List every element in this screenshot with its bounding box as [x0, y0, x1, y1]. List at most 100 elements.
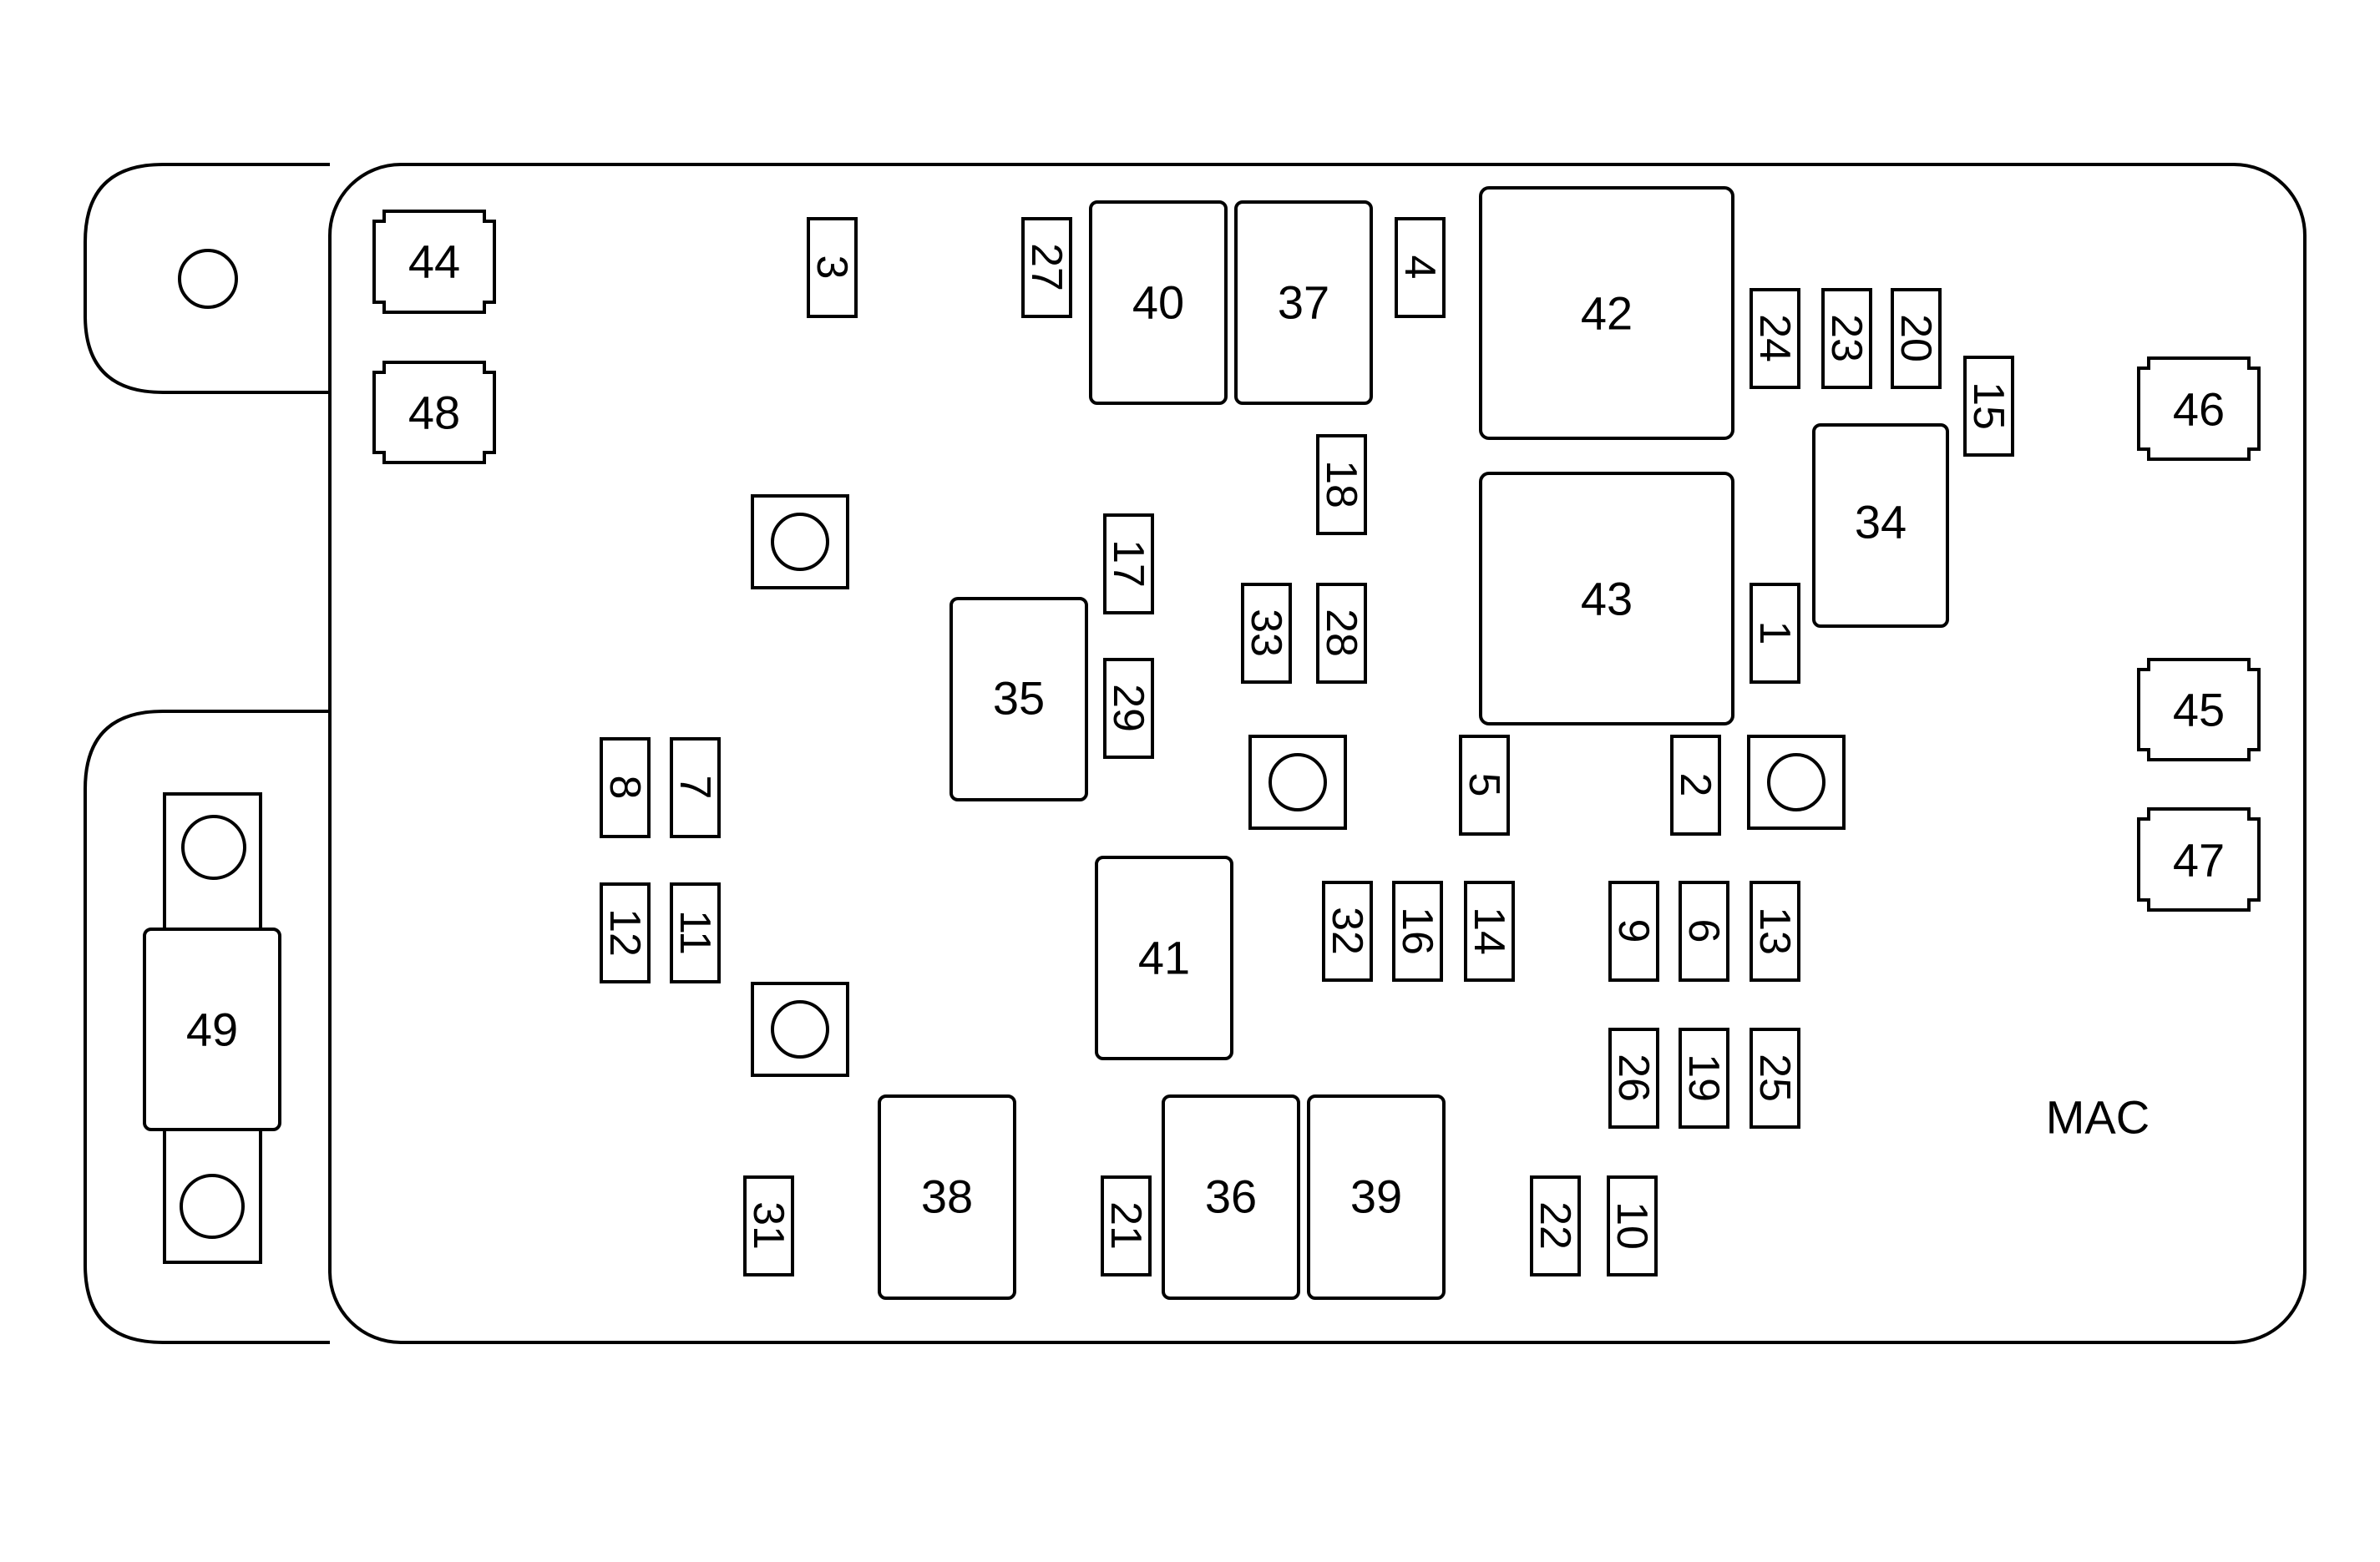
relay-label-41: 41 [1138, 932, 1190, 984]
fuse-25: 25 [1750, 1028, 1800, 1129]
fuse-label-3: 3 [808, 255, 856, 280]
fuse-label-2: 2 [1671, 773, 1719, 797]
fuse-label-10: 10 [1608, 1201, 1656, 1250]
fuse-29: 29 [1103, 658, 1154, 759]
relay-label-39: 39 [1350, 1170, 1402, 1223]
relay-39: 39 [1307, 1094, 1446, 1300]
fuse-label-6: 6 [1679, 919, 1728, 943]
fuse-26: 26 [1608, 1028, 1659, 1129]
fuse-label-48: 48 [408, 387, 460, 439]
relay-42: 42 [1479, 186, 1734, 440]
fuse-3: 3 [807, 217, 858, 318]
mounting-tab-lower [84, 710, 330, 1344]
fuse-20: 20 [1891, 288, 1942, 389]
fuse-label-28: 28 [1317, 609, 1365, 657]
fuse-label-18: 18 [1317, 460, 1365, 508]
fuse-label-9: 9 [1609, 919, 1658, 943]
fuse-8: 8 [600, 737, 651, 838]
relay-label-37: 37 [1278, 276, 1329, 329]
bolt-post [751, 982, 849, 1077]
fuse-1: 1 [1750, 583, 1800, 684]
fuse-label-19: 19 [1679, 1054, 1728, 1102]
fuse-label-31: 31 [744, 1201, 792, 1250]
fuse-label-44: 44 [408, 235, 460, 288]
fuse-6: 6 [1679, 881, 1729, 982]
fuse-label-5: 5 [1460, 773, 1508, 797]
fuse-label-21: 21 [1101, 1201, 1150, 1250]
fuse-label-29: 29 [1104, 684, 1152, 732]
fuse-2: 2 [1670, 735, 1721, 836]
fuse-5: 5 [1459, 735, 1510, 836]
fuse-label-17: 17 [1104, 539, 1152, 588]
fuse-17: 17 [1103, 513, 1154, 614]
fuse-label-45: 45 [2173, 684, 2225, 736]
fuse-label-15: 15 [1964, 382, 2013, 430]
fuse-33: 33 [1241, 583, 1292, 684]
fuse-block-body [328, 163, 2307, 1344]
mega-fuse-49: 49 [143, 792, 281, 1264]
fuse-11: 11 [670, 882, 721, 983]
relay-label-35: 35 [993, 672, 1045, 725]
fuse-10: 10 [1607, 1175, 1658, 1276]
relay-40: 40 [1089, 200, 1228, 405]
relay-38: 38 [878, 1094, 1016, 1300]
relay-label-40: 40 [1132, 276, 1184, 329]
relay-37: 37 [1234, 200, 1373, 405]
fuse-label-22: 22 [1531, 1201, 1579, 1250]
fuse-label-4: 4 [1395, 255, 1444, 280]
fuse-23: 23 [1821, 288, 1872, 389]
fuse-label-1: 1 [1750, 621, 1799, 645]
fuse-31: 31 [743, 1175, 794, 1276]
relay-label-34: 34 [1855, 496, 1907, 548]
fuse-32: 32 [1322, 881, 1373, 982]
fuse-label-13: 13 [1750, 907, 1799, 955]
fuse-label-11: 11 [671, 910, 719, 955]
footnote-mac: MAC [2046, 1091, 2150, 1144]
maxi-fuse-48: 48 [372, 361, 496, 464]
fuse-16: 16 [1392, 881, 1443, 982]
relay-label-38: 38 [921, 1170, 973, 1223]
fuse-27: 27 [1021, 217, 1072, 318]
relay-label-43: 43 [1581, 573, 1633, 625]
relay-36: 36 [1162, 1094, 1300, 1300]
fuse-label-25: 25 [1750, 1054, 1799, 1102]
maxi-fuse-45: 45 [2137, 658, 2261, 761]
relay-label-36: 36 [1205, 1170, 1257, 1223]
fuse-label-46: 46 [2173, 383, 2225, 436]
fuse-21: 21 [1101, 1175, 1152, 1276]
fuse-label-47: 47 [2173, 834, 2225, 887]
fuse-label-49: 49 [186, 1003, 238, 1056]
fuse-label-23: 23 [1822, 314, 1871, 362]
maxi-fuse-44: 44 [372, 210, 496, 314]
relay-label-42: 42 [1581, 287, 1633, 340]
fuse-label-20: 20 [1891, 314, 1940, 362]
fuse-label-12: 12 [600, 908, 649, 957]
fuse-label-7: 7 [671, 776, 719, 800]
bolt-post [1747, 735, 1846, 830]
fuse-19: 19 [1679, 1028, 1729, 1129]
fuse-label-14: 14 [1465, 907, 1513, 955]
relay-34: 34 [1812, 423, 1949, 628]
fuse-label-24: 24 [1750, 314, 1799, 362]
maxi-fuse-46: 46 [2137, 356, 2261, 461]
fuse-label-33: 33 [1242, 609, 1290, 657]
fuse-18: 18 [1316, 434, 1367, 535]
fuse-9: 9 [1608, 881, 1659, 982]
fuse-label-16: 16 [1393, 907, 1441, 955]
fuse-label-26: 26 [1609, 1054, 1658, 1102]
fuse-24: 24 [1750, 288, 1800, 389]
mounting-hole [178, 249, 238, 309]
relay-41: 41 [1095, 856, 1233, 1060]
fuse-label-27: 27 [1022, 243, 1071, 291]
fuse-4: 4 [1395, 217, 1446, 318]
fuse-15: 15 [1963, 356, 2014, 457]
fuse-12: 12 [600, 882, 651, 983]
fuse-label-8: 8 [600, 776, 649, 800]
fuse-7: 7 [670, 737, 721, 838]
relay-43: 43 [1479, 472, 1734, 725]
fuse-13: 13 [1750, 881, 1800, 982]
fuse-label-32: 32 [1323, 907, 1371, 955]
bolt-post [751, 494, 849, 589]
maxi-fuse-47: 47 [2137, 807, 2261, 912]
